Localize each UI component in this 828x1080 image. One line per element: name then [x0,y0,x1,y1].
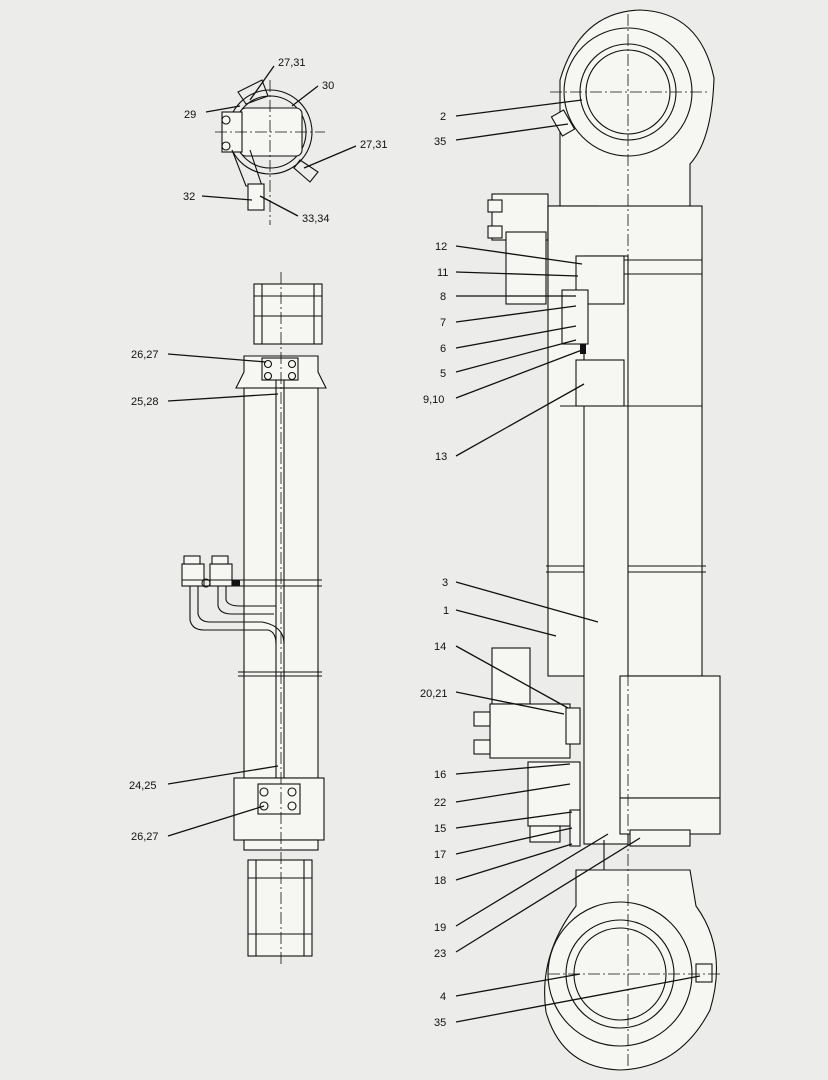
callout-label: 16 [434,769,446,781]
callout-label: 32 [183,191,195,203]
leader-lines [167,65,701,1023]
callout-label: 23 [434,948,446,960]
callout-label: 17 [434,849,446,861]
callout-label: 24,25 [129,780,157,792]
callout-label: 1 [443,605,449,617]
callout-label: 15 [434,823,446,835]
callout-label: 2 [440,111,446,123]
callout-label: 7 [440,317,446,329]
callout-label: 26,27 [131,831,159,843]
callout-label: 19 [434,922,446,934]
callout-label: 27,31 [278,57,306,69]
callout-label: 30 [322,80,334,92]
callout-label: 13 [435,451,447,463]
callout-label: 35 [434,136,446,148]
callout-label: 18 [434,875,446,887]
callout-label: 35 [434,1017,446,1029]
callout-label: 14 [434,641,446,653]
callout-label: 5 [440,368,446,380]
callout-label: 29 [184,109,196,121]
callout-label: 22 [434,797,446,809]
callout-label: 33,34 [302,213,330,225]
callout-label: 4 [440,991,446,1003]
callout-label: 8 [440,291,446,303]
callout-label: 11 [437,267,448,279]
right-cylinder-section-view [473,9,721,1071]
callout-labels: 27,31 30 29 27,31 32 33,34 26,27 25,28 2… [129,57,449,1029]
clamp-detail-drawing [215,79,325,225]
left-cylinder-side-view [181,272,327,966]
callout-label: 12 [435,241,447,253]
callout-label: 20,21 [420,688,448,700]
callout-label: 25,28 [131,396,159,408]
callout-label: 9,10 [423,394,444,406]
callout-label: 26,27 [131,349,159,361]
callout-label: 6 [440,343,446,355]
callout-label: 27,31 [360,139,388,151]
callout-label: 3 [442,577,448,589]
